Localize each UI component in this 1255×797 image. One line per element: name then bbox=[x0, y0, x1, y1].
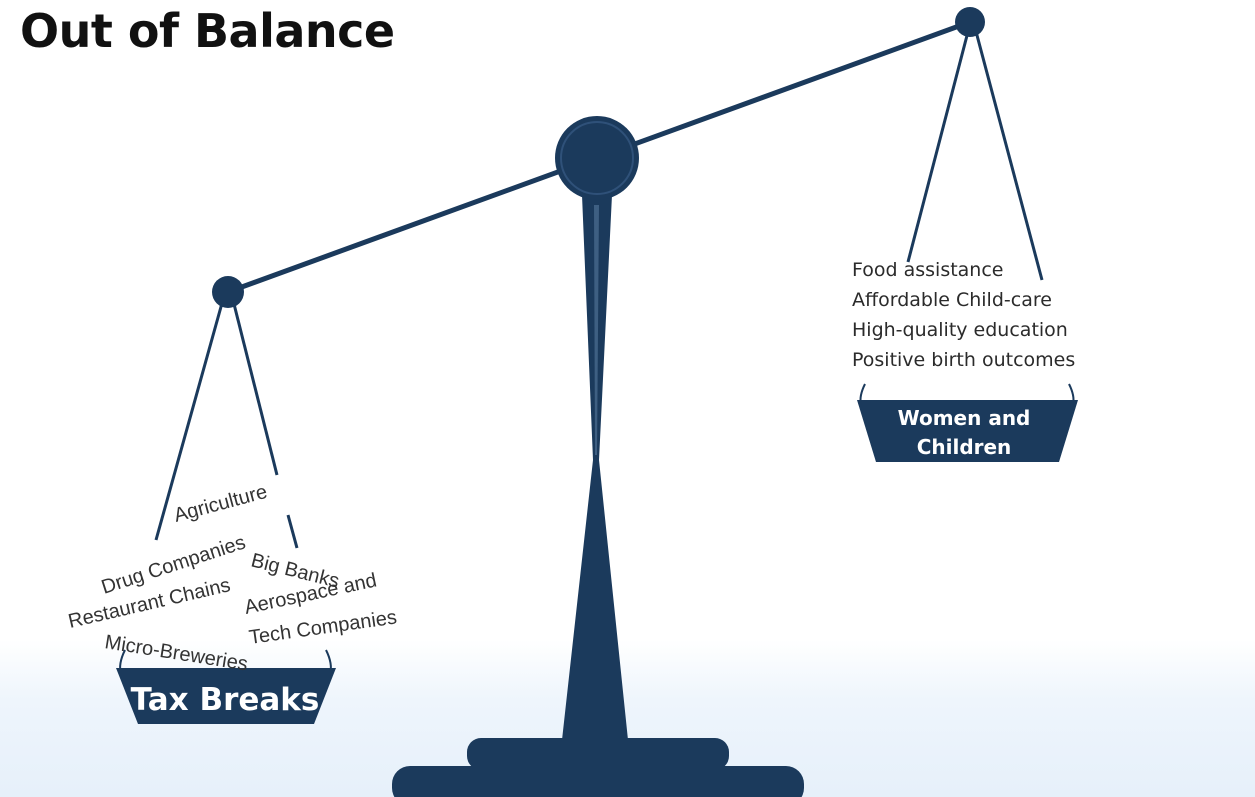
left-pan-string-right bbox=[230, 295, 279, 476]
right-pan-string-right bbox=[972, 23, 1044, 281]
scale-column bbox=[562, 195, 628, 740]
left-pan-string-right-lower bbox=[286, 514, 299, 549]
left-pan bbox=[116, 668, 336, 724]
right-pan-item: High-quality education bbox=[852, 319, 1068, 341]
right-pan-label-line2: Children bbox=[917, 435, 1012, 459]
left-pan-item: Agriculture bbox=[172, 481, 270, 527]
right-pivot bbox=[955, 7, 985, 37]
scale-base-lower bbox=[392, 766, 804, 797]
right-pan-string-left bbox=[906, 23, 972, 263]
right-pan-label-line1: Women and bbox=[898, 406, 1031, 430]
right-pan-item: Positive birth outcomes bbox=[852, 349, 1075, 371]
top-knob-highlight bbox=[560, 121, 634, 195]
left-pivot bbox=[212, 276, 244, 308]
scale-base-upper bbox=[467, 738, 729, 770]
left-pan-string-left bbox=[154, 295, 226, 541]
column-highlight bbox=[594, 205, 599, 455]
right-pan-item: Affordable Child-care bbox=[852, 289, 1052, 311]
right-pan-item: Food assistance bbox=[852, 259, 1004, 281]
right-pan bbox=[857, 400, 1078, 462]
left-pan-label: Tax Breaks bbox=[131, 682, 320, 718]
top-knob bbox=[555, 116, 639, 200]
page-title: Out of Balance bbox=[20, 4, 395, 58]
